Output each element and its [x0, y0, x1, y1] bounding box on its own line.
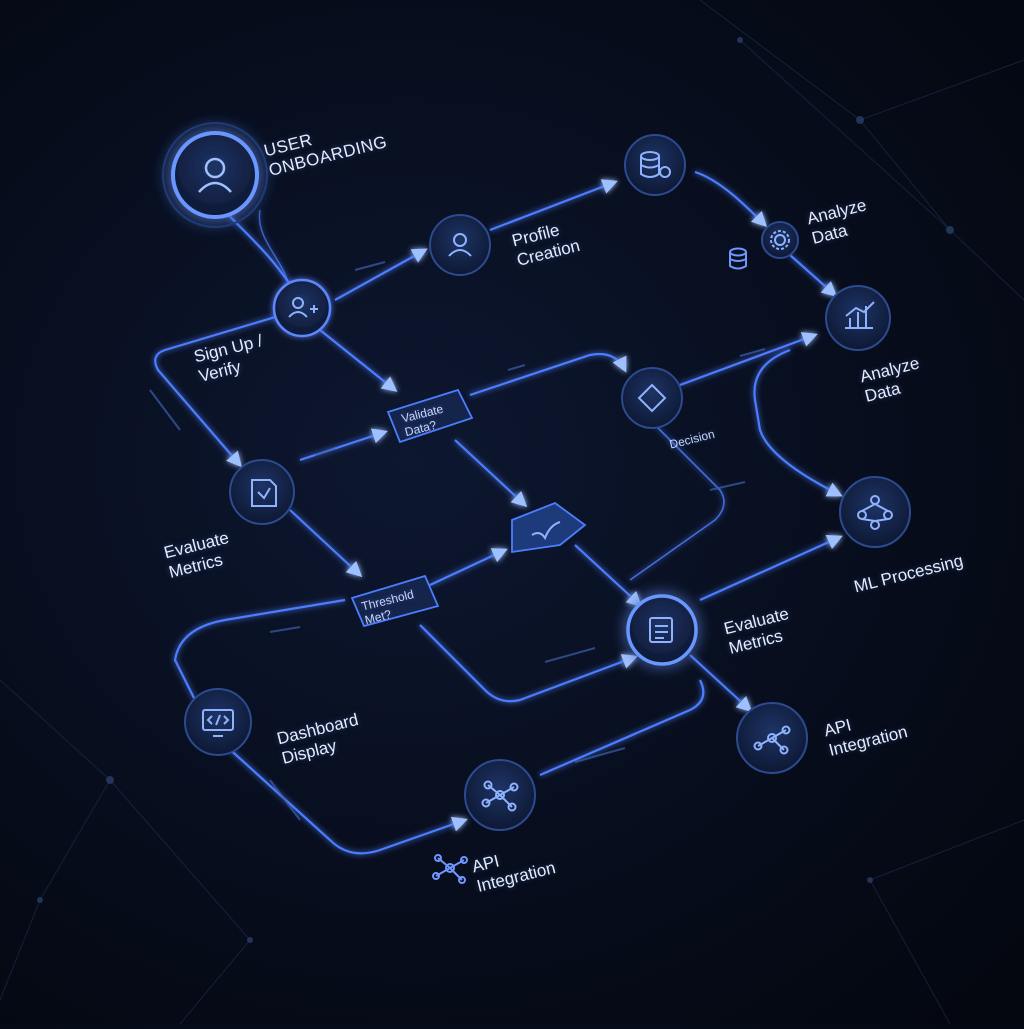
threshold-diamond[interactable] — [350, 574, 440, 628]
user-icon — [198, 157, 232, 193]
database-node — [624, 134, 686, 196]
monitor-code-icon — [202, 709, 234, 737]
diamond-icon — [637, 383, 667, 413]
network-icon — [481, 780, 519, 812]
background-dots — [37, 37, 954, 943]
database-icon — [729, 247, 747, 270]
evaluate-right-node — [626, 594, 698, 666]
evaluate-left-node — [229, 459, 295, 525]
gear-icon — [770, 230, 790, 250]
dash-decorations — [149, 261, 766, 821]
analyze-top-node — [761, 221, 799, 259]
document-icon — [251, 479, 277, 507]
onboarding-node[interactable] — [162, 122, 268, 228]
user-icon — [448, 233, 472, 257]
network-icon — [857, 495, 893, 530]
add-user-icon — [288, 297, 318, 318]
report-icon — [649, 617, 673, 643]
route-shield[interactable] — [511, 501, 587, 554]
database-icon — [640, 151, 671, 178]
validate-diamond[interactable] — [386, 388, 474, 444]
route-icon — [531, 521, 561, 541]
ml-processing-node — [839, 476, 911, 548]
bar-chart-icon — [845, 301, 875, 329]
signup-node — [272, 278, 332, 338]
network-icon — [753, 725, 791, 755]
decision-node — [621, 367, 683, 429]
network-icon — [432, 854, 468, 884]
